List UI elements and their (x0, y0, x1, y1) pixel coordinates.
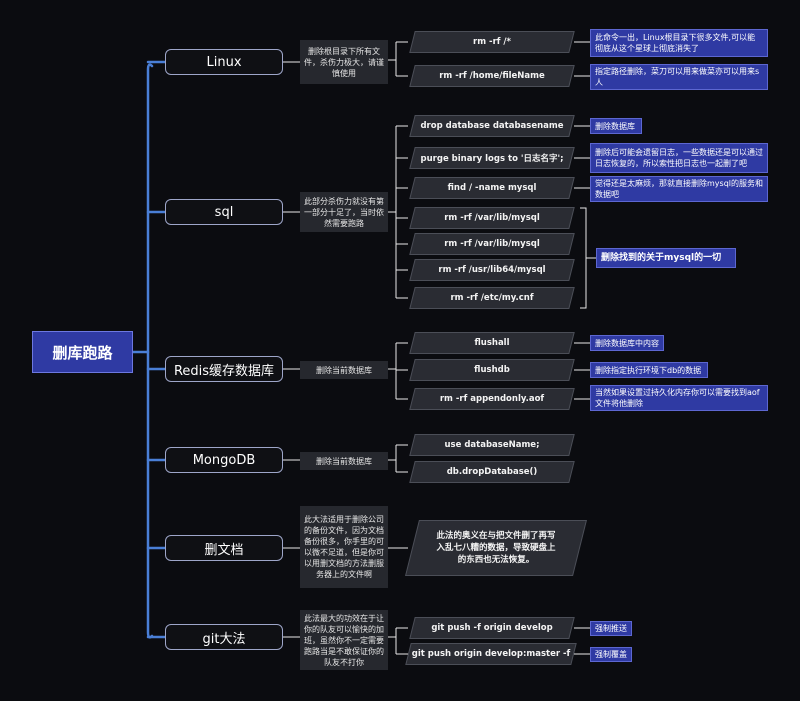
note-delete-docs: 此大法适用于删除公司的备份文件，因为文档备份很多，你手里的可以微不足道，但是你可… (300, 506, 388, 588)
description-text: 觉得还是太麻烦，那就直接删除mysql的服务和数据吧 (595, 179, 763, 199)
note-text: 删除根目录下所有文件，杀伤力极大，请谨慎使用 (304, 46, 384, 78)
command-box: find / -name mysql (412, 177, 572, 199)
description-box: 觉得还是太麻烦，那就直接删除mysql的服务和数据吧 (590, 176, 768, 202)
description-box: 删除数据库中内容 (590, 335, 664, 351)
description-text: 强制覆盖 (595, 650, 627, 659)
category-label: 删文档 (204, 542, 244, 558)
note-text: 删除当前数据库 (316, 365, 372, 375)
category-mongodb: MongoDB (165, 447, 283, 473)
description-box: 删除数据库 (590, 118, 642, 134)
description-box: 强制推送 (590, 621, 632, 636)
command-text: flushdb (474, 365, 510, 375)
command-text: 此法的奥义在与把文件删了再写入乱七八糟的数据，导致硬盘上的东西也无法恢复。 (436, 531, 556, 565)
note-text: 删除当前数据库 (316, 456, 372, 466)
description-box: 此命令一出，Linux根目录下很多文件,可以能彻底从这个星球上彻底消失了 (590, 29, 768, 57)
command-text: rm -rf /etc/my.cnf (450, 293, 534, 303)
command-text: rm -rf /var/lib/mysql (444, 213, 540, 223)
description-text: 指定路径删除，菜刀可以用来做菜亦可以用来s人 (595, 67, 760, 87)
command-text: git push -f origin develop (431, 623, 553, 633)
command-box: rm -rf /etc/my.cnf (412, 287, 572, 309)
command-box: rm -rf /* (412, 31, 572, 53)
description-text: 删除后可能会遗留日志，一些数据还是可以通过日志恢复的，所以索性把日志也一起删了吧 (595, 148, 763, 168)
note-text: 此法最大的功效在于让你的队友可以愉快的加班，虽然你不一定需要跑路当是不敢保证你的… (304, 613, 384, 667)
command-box: drop database databasename (412, 115, 572, 137)
category-label: Redis缓存数据库 (173, 363, 275, 379)
description-box: 删除后可能会遗留日志，一些数据还是可以通过日志恢复的，所以索性把日志也一起删了吧 (590, 143, 768, 173)
command-text: drop database databasename (420, 121, 564, 131)
command-text: rm -rf /* (473, 37, 511, 47)
category-label: sql (214, 204, 234, 220)
category-label: MongoDB (192, 452, 256, 468)
command-box: flushdb (412, 359, 572, 381)
root-node: 删库跑路 (32, 331, 133, 373)
root-label: 删库跑路 (52, 343, 113, 362)
command-box: flushall (412, 332, 572, 354)
note-sql: 此部分杀伤力就没有第一部分十足了，当时依然需要跑路 (300, 192, 388, 232)
category-label: Linux (206, 54, 242, 70)
command-box: purge binary logs to '日志名字'; (412, 147, 572, 169)
command-box: rm -rf /home/fileName (412, 65, 572, 87)
command-box: 此法的奥义在与把文件删了再写入乱七八糟的数据，导致硬盘上的东西也无法恢复。 (412, 520, 580, 576)
command-text: purge binary logs to '日志名字'; (420, 154, 564, 164)
group-description-box: 删除找到的关于mysql的一切 (596, 248, 736, 268)
description-box: 强制覆盖 (590, 647, 632, 662)
category-delete-docs: 删文档 (165, 535, 283, 561)
command-text: find / -name mysql (447, 183, 537, 193)
note-redis: 删除当前数据库 (300, 361, 388, 379)
description-text: 删除找到的关于mysql的一切 (601, 252, 722, 263)
command-box: rm -rf /usr/lib64/mysql (412, 259, 572, 281)
note-git: 此法最大的功效在于让你的队友可以愉快的加班，虽然你不一定需要跑路当是不敢保证你的… (300, 610, 388, 670)
command-text: git push origin develop:master -f (411, 649, 571, 659)
category-git: git大法 (165, 624, 283, 650)
command-text: rm -rf /usr/lib64/mysql (438, 265, 546, 275)
category-linux: Linux (165, 49, 283, 75)
category-redis: Redis缓存数据库 (165, 356, 283, 382)
command-text: db.dropDatabase() (446, 467, 538, 477)
note-text: 此大法适用于删除公司的备份文件，因为文档备份很多，你手里的可以微不足道，但是你可… (304, 515, 384, 579)
command-box: git push origin develop:master -f (408, 643, 574, 665)
description-text: 删除数据库 (595, 121, 635, 131)
description-text: 此命令一出，Linux根目录下很多文件,可以能彻底从这个星球上彻底消失了 (595, 33, 756, 53)
command-box: rm -rf /var/lib/mysql (412, 207, 572, 229)
description-box: 删除指定执行环境下db的数据 (590, 362, 708, 378)
command-text: rm -rf /var/lib/mysql (444, 239, 540, 249)
command-text: use databaseName; (444, 440, 540, 450)
description-box: 指定路径删除，菜刀可以用来做菜亦可以用来s人 (590, 64, 768, 90)
command-box: rm -rf /var/lib/mysql (412, 233, 572, 255)
note-text: 此部分杀伤力就没有第一部分十足了，当时依然需要跑路 (304, 196, 384, 228)
command-text: flushall (474, 338, 510, 348)
description-text: 强制推送 (595, 624, 627, 633)
description-text: 删除指定执行环境下db的数据 (595, 365, 702, 375)
note-linux: 删除根目录下所有文件，杀伤力极大，请谨慎使用 (300, 40, 388, 84)
command-box: db.dropDatabase() (412, 461, 572, 483)
command-box: use databaseName; (412, 434, 572, 456)
description-text: 删除数据库中内容 (595, 338, 659, 348)
note-mongodb: 删除当前数据库 (300, 452, 388, 470)
command-text: rm -rf appendonly.aof (439, 394, 545, 404)
command-box: git push -f origin develop (412, 617, 572, 639)
category-label: git大法 (202, 631, 246, 647)
description-box: 当然如果设置过持久化内存你可以需要找到aof文件将他删除 (590, 385, 768, 411)
description-text: 当然如果设置过持久化内存你可以需要找到aof文件将他删除 (595, 388, 760, 408)
command-text: rm -rf /home/fileName (439, 71, 545, 81)
command-box: rm -rf appendonly.aof (412, 388, 572, 410)
category-sql: sql (165, 199, 283, 225)
